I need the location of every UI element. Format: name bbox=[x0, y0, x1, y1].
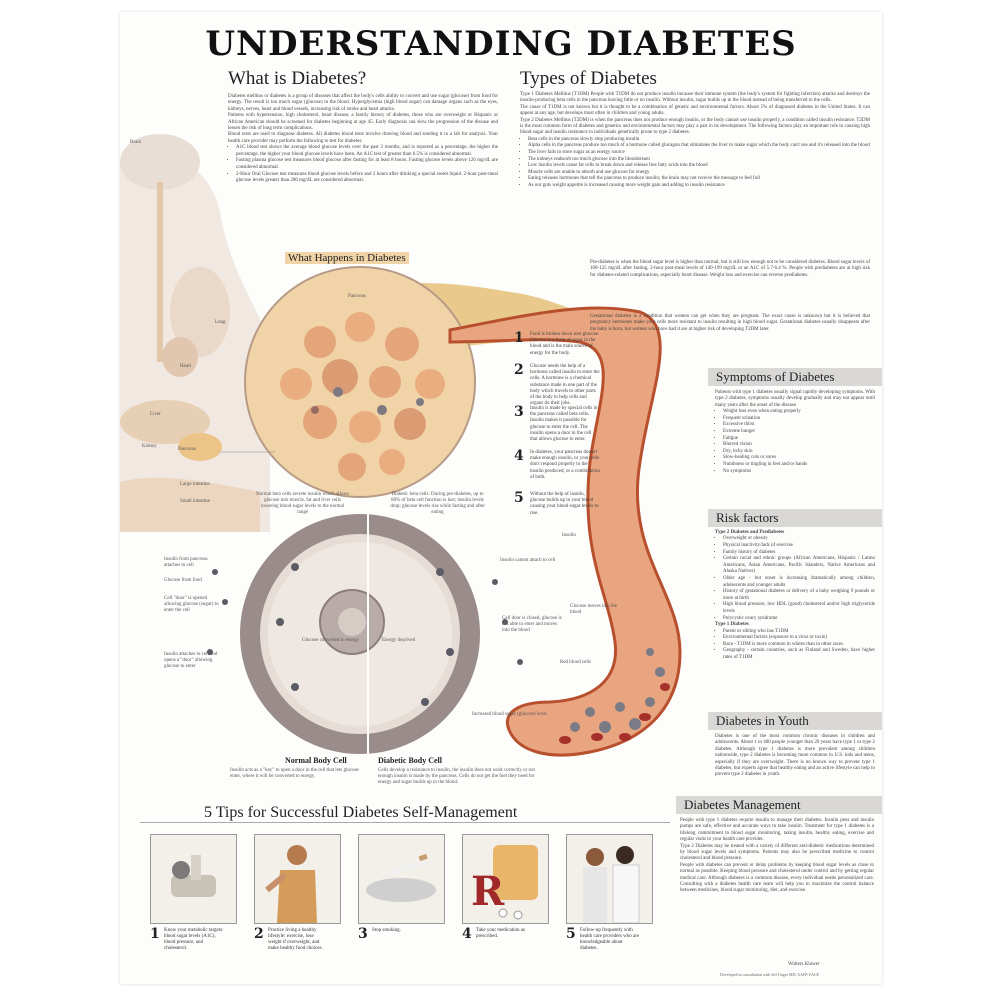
gestational-text: Gestational diabetes is a condition that… bbox=[590, 314, 870, 332]
cell-label-door-closed: Cell door is closed, glucose is not able… bbox=[502, 616, 562, 633]
cell-inner-right: Energy deprived bbox=[382, 638, 416, 643]
step-1-number: 1 bbox=[514, 330, 524, 346]
diabetic-cell-desc: Cells develop a resistance to insulin, t… bbox=[378, 768, 535, 785]
risk-body: Type 2 Diabetes and Prediabetes Overweig… bbox=[715, 530, 875, 662]
symptoms-body: Patients with type 1 diabetes usually si… bbox=[715, 390, 875, 475]
label-lung: Lung bbox=[215, 320, 226, 325]
tips-section bbox=[140, 822, 670, 973]
cell-label-glucose-moves: Glucose moves into the blood bbox=[570, 604, 618, 615]
tip-4-image: R bbox=[462, 834, 549, 924]
anatomy-illustration bbox=[120, 134, 682, 757]
label-pancreas: Pancreas bbox=[178, 447, 196, 452]
glucose-meter-icon bbox=[171, 855, 216, 897]
cell-label-increased-sugar: Increased blood sugar (glucose) level bbox=[472, 712, 547, 717]
tip-2-image bbox=[254, 834, 341, 924]
brain-shape bbox=[120, 134, 200, 190]
cell-label-red-blood-cells: Red blood cells bbox=[560, 660, 592, 665]
step-4-text: In diabetes, your pancreas doesn't make … bbox=[530, 450, 600, 480]
management-bar: Diabetes Management bbox=[676, 796, 882, 814]
tip-5-text: Follow-up frequently with health care pr… bbox=[580, 928, 640, 951]
tip-1-text: Know your metabolic targets: blood sugar… bbox=[164, 928, 224, 951]
risk-bar: Risk factors bbox=[708, 509, 882, 527]
cell-label-glucose-food: Glucose from food bbox=[164, 578, 202, 583]
tip-2-number: 2 bbox=[254, 926, 264, 942]
cell-label-opens-door: Insulin attaches to cell and opens a "do… bbox=[164, 652, 218, 669]
pancreas-shape bbox=[178, 433, 222, 461]
step-2-number: 2 bbox=[514, 362, 524, 378]
cell-label-door-opened: Cell "door" is opened allowing glucose (… bbox=[164, 596, 219, 613]
intestine-shape bbox=[120, 477, 260, 532]
tip-3-text: Stop smoking. bbox=[372, 928, 401, 933]
step-5-number: 5 bbox=[514, 490, 524, 506]
page-title: UNDERSTANDING DIABETES bbox=[205, 24, 797, 64]
step-4-number: 4 bbox=[514, 448, 524, 464]
step-3-text: Insulin is made by special cells in the … bbox=[530, 406, 598, 443]
symptoms-heading: Symptoms of Diabetes bbox=[716, 369, 835, 384]
tip-1-number: 1 bbox=[150, 926, 160, 942]
tip-5-number: 5 bbox=[566, 926, 576, 942]
liver-shape bbox=[120, 400, 210, 444]
diabetic-cell-caption: Diabetic Body Cell bbox=[378, 756, 442, 765]
cell-label-cannot-attach: Insulin cannot attach to cell bbox=[500, 558, 556, 563]
credit-line: Developed in consultation with Jeff Unge… bbox=[720, 972, 819, 977]
normal-cell-desc: Insulin acts as a "key" to open a door i… bbox=[230, 768, 359, 779]
normal-cell-caption: Normal Body Cell bbox=[285, 756, 347, 765]
pancreas-magnified bbox=[244, 266, 476, 498]
label-liver: Liver bbox=[150, 412, 161, 417]
label-pancreas-magnified: Pancreas bbox=[348, 294, 366, 299]
tip-4-number: 4 bbox=[462, 926, 472, 942]
management-heading: Diabetes Management bbox=[684, 797, 801, 812]
youth-text: Diabetes is one of the most common chron… bbox=[715, 734, 875, 778]
step-2-text: Glucose needs the help of a hormone call… bbox=[530, 364, 600, 407]
ashtray-icon bbox=[366, 853, 436, 902]
what-happens-heading: What Happens in Diabetes bbox=[285, 252, 409, 264]
types-body: Type 1 Diabetes Mellitus (T1DM) People w… bbox=[520, 92, 870, 190]
step-5-text: Without the help of insulin, glucose bui… bbox=[530, 492, 599, 516]
normal-beta-cells: Normal beta cells secrete insulin which … bbox=[255, 492, 350, 515]
label-kidney: Kidney bbox=[142, 444, 157, 449]
label-small-intestine: Small intestine bbox=[180, 499, 210, 504]
lung-shape bbox=[170, 267, 230, 357]
svg-text:R: R bbox=[471, 868, 505, 915]
prescription-rx-icon: R bbox=[471, 845, 538, 920]
symptoms-bar: Symptoms of Diabetes bbox=[708, 368, 882, 386]
step-3-number: 3 bbox=[514, 404, 524, 420]
management-body: People with type 1 diabetes require insu… bbox=[680, 818, 874, 894]
label-brain: Brain bbox=[130, 140, 142, 145]
step-1-text: Food is broken down into glucose. Glucos… bbox=[530, 332, 600, 356]
label-heart: Heart bbox=[180, 364, 192, 369]
cell-label-insulin-attaches: Insulin from pancreas attaches to cell bbox=[164, 557, 208, 568]
risk-heading: Risk factors bbox=[716, 510, 779, 525]
prediabetes-text: Pre-diabetes is when the blood sugar lev… bbox=[590, 260, 870, 278]
what-is-heading: What is Diabetes? bbox=[228, 68, 367, 89]
tip-3-image bbox=[358, 834, 445, 924]
exercising-person-icon bbox=[265, 845, 317, 923]
youth-bar: Diabetes in Youth bbox=[708, 712, 882, 730]
publisher-logo: Wolters Kluwer bbox=[788, 962, 820, 967]
poster: UNDERSTANDING DIABETES bbox=[120, 12, 882, 984]
doctor-patient-icon bbox=[583, 846, 640, 923]
tip-2-text: Practice living a healthy lifestyle: exe… bbox=[268, 928, 323, 951]
tip-5-image bbox=[566, 834, 653, 924]
tip-1-image bbox=[150, 834, 237, 924]
tip-3-number: 3 bbox=[358, 926, 368, 942]
what-is-body: Diabetes mellitus or diabetes is a group… bbox=[228, 94, 498, 185]
label-large-intestine: Large intestine bbox=[180, 482, 210, 487]
heart-shape bbox=[162, 337, 198, 377]
cell-label-insulin: Insulin bbox=[562, 533, 576, 538]
blood-vessel bbox=[448, 306, 682, 757]
youth-heading: Diabetes in Youth bbox=[716, 713, 809, 728]
cell-inner-left: Glucose converted to energy bbox=[302, 638, 360, 643]
tip-4-text: Take your medication as prescribed. bbox=[476, 928, 525, 939]
tips-heading: 5 Tips for Successful Diabetes Self-Mana… bbox=[200, 804, 522, 822]
types-heading: Types of Diabetes bbox=[520, 68, 657, 89]
diabetic-beta-cells: Diabetic beta cells: During pre-diabetes… bbox=[390, 492, 485, 515]
